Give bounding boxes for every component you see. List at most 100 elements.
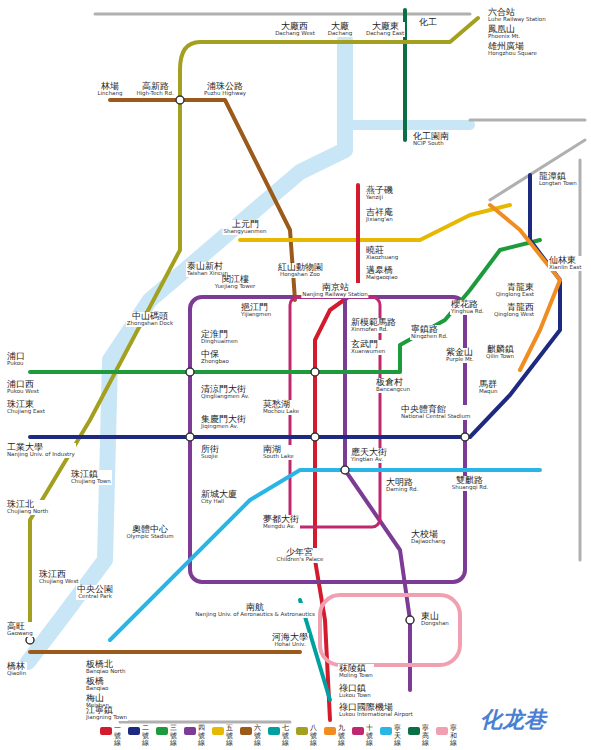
station-name: 林場 [98,82,123,91]
station-name: 鳳凰山 [488,25,520,34]
station-name: 板橋 [86,677,108,686]
station-name: 高新路 [136,82,173,91]
station-name: 浦口西 [7,380,39,389]
legend-item: 四號線 [184,725,212,748]
station-label: 南湖South Lake [262,445,295,460]
station-label: 青龍東Qinglong East [495,283,535,298]
station-label: 閱江樓Yuejiang Tower [214,275,257,290]
station-name-english: High-Tech Rd. [136,91,173,97]
river [28,40,345,662]
station-name: 梅山 [86,694,109,703]
station-label: 祿口國際機場Lukou International Airport [338,703,414,718]
legend-text: 五號線 [226,725,233,748]
station-label: 吉祥庵Jixiang'an [365,208,394,223]
station-name-english: Maqun [479,389,498,395]
station-label: 奧體中心Olympic Stadium [125,525,174,540]
station-label: 東山Dongshan [420,612,450,627]
station-name-english: Lukou Town [339,693,371,699]
station-label: 板橋北Banqiao North [85,660,127,675]
station-name: 紫金山 [446,348,474,357]
station-name: 莫愁湖 [263,400,299,409]
station-label: 大廠Dachang [327,22,353,37]
station-name-english: Qingliangmen Av. [201,394,249,400]
legend-swatch [268,727,280,735]
station-name: 珠江鎮 [71,470,111,479]
station-label: 化工 [418,18,438,27]
station-name-english: Nanjing Univ. of Aeronautics & Astronaut… [195,612,315,618]
station-label: 高新路High-Tech Rd. [135,82,174,97]
station-name: 祿口鎮 [339,684,371,693]
station-name-english: Jiqingmen Av. [201,424,246,430]
station-label: 秣陵鎮Moling Town [338,664,374,679]
loop-line [320,595,460,665]
station-name-english: Hongzhou Square [488,51,537,57]
station-name: 祿口國際機場 [339,703,413,712]
metro-line [110,100,295,300]
interchange-dot [176,96,184,104]
metro-line [30,175,560,437]
station-name-english: Chujiang Town [71,479,111,485]
station-name-english: Yinghua Rd. [451,309,484,315]
station-name-english: Daming Rd. [386,487,418,493]
station-name: 珠江北 [7,500,48,509]
station-name: 大明路 [386,478,418,487]
station-name-english: Linchang [98,91,123,97]
station-name-english: South Lake [263,454,294,460]
legend-swatch [408,727,420,735]
interchange-dot [311,368,319,376]
station-name: 新模範馬路 [351,318,396,327]
station-name-english: Xianlin East [549,265,581,271]
station-name: 板橋北 [86,660,126,669]
station-name-english: Yingtian Av. [351,457,387,463]
station-name: 中保 [201,350,229,359]
station-name: 板倉村 [376,378,410,387]
station-name-english: Dongshan [421,621,449,627]
legend-swatch [212,727,224,735]
station-name-english: Banqiao [86,686,108,692]
legend-swatch [100,727,112,735]
station-name: 清涼門大街 [201,385,249,394]
station-name: 大廠東 [366,22,404,31]
station-name: 定淮門 [201,330,238,339]
station-label: 青龍西Qinglong West [493,303,535,318]
legend-swatch [156,727,168,735]
station-name-english: Chujiang North [7,509,48,515]
station-name-english: Hongshan Zoo [278,272,323,278]
station-label: 高旺Gaowang [6,622,34,637]
legend-item: 二號線 [128,725,156,748]
station-label: 所街Suojie [200,445,220,460]
station-name: 邁皋橋 [366,266,398,275]
station-name: 珠江西 [39,570,79,579]
station-name: 集慶門大街 [201,415,246,424]
station-name: 青龍東 [496,283,534,292]
legend-item: 六號線 [240,725,268,748]
station-label: 珠江西Chujiang West [38,570,80,585]
station-label: 大廠東Dachang East [365,22,405,37]
station-name: 夢都大街 [263,515,299,524]
station-name-english: Chujiang East [7,409,45,415]
legend-swatch [184,727,196,735]
legend-text: 四號線 [198,725,205,748]
station-label: 浦珠公路Puzhu Highway [203,82,247,97]
station-name: 中央體育館 [401,405,470,414]
legend-text: 寧和線 [450,725,457,748]
station-label: 珠江北Chujiang North [6,500,49,515]
metro-line [110,470,540,640]
legend-item: 寧高線 [408,725,436,748]
legend-item: 寧和線 [436,725,464,748]
station-label: 少年宮Children's Palace [276,548,325,563]
station-name: 江寧鎮 [86,706,127,715]
interchange-dot [406,616,414,624]
legend-swatch [240,727,252,735]
station-name-english: Qiaolin [7,671,26,677]
legend-item: 三號線 [156,725,184,748]
station-label: 莫愁湖Mochou Lake [262,400,300,415]
station-label: 紅山動物園Hongshan Zoo [277,263,324,278]
station-name: 南湖 [263,445,294,454]
station-name-english: Yuejiang Tower [215,284,256,290]
station-name: 大廠 [328,22,352,31]
station-name: 大廠西 [275,22,315,31]
station-name: 中央公園 [77,585,113,594]
legend-item: 寧天線 [380,725,408,748]
station-name-english: Qilin Town [486,354,514,360]
